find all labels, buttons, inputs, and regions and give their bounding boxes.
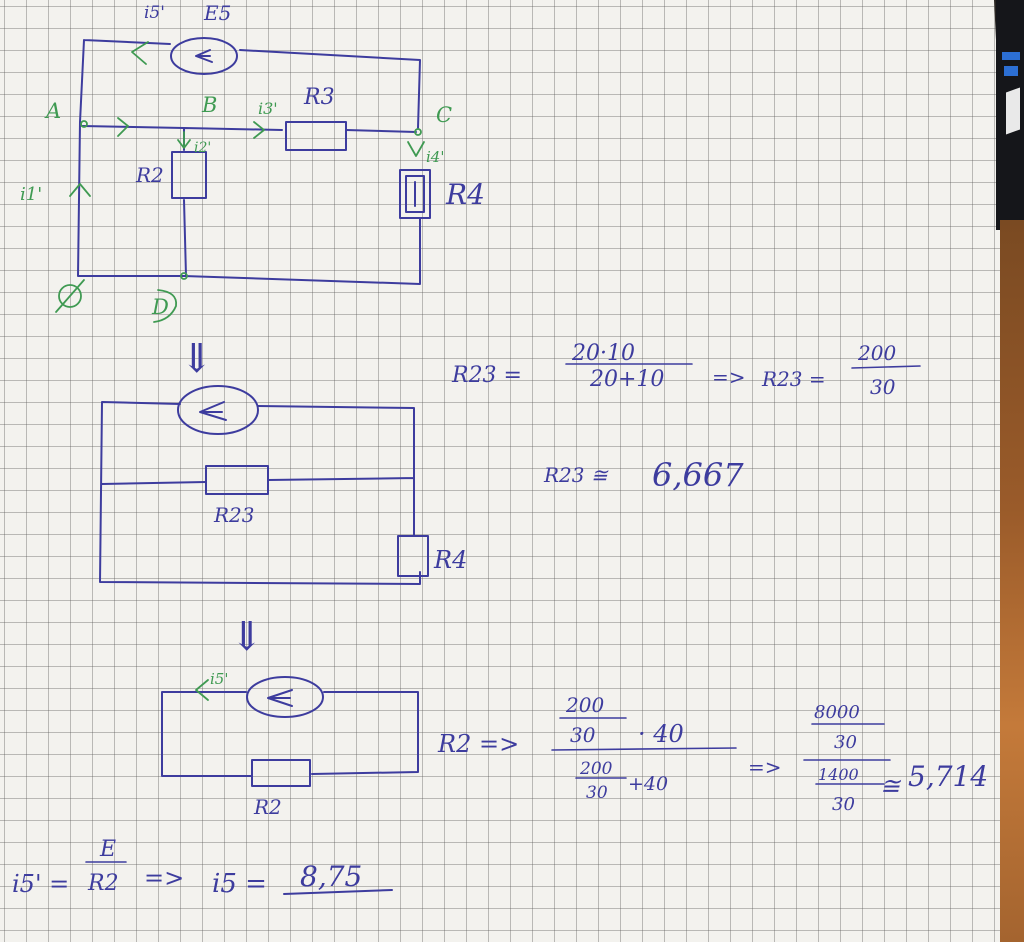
circuit1-wire [77, 39, 421, 285]
circuit-3: i5' R2 [161, 670, 419, 819]
resistor-r2 [171, 151, 207, 199]
resistor-r2-equiv [251, 759, 311, 787]
arrow-i1 [69, 183, 91, 197]
i5-implies: => [144, 864, 184, 892]
r23-lhs: R23 = [451, 363, 522, 388]
i5-denominator: R2 [87, 871, 119, 896]
r23-denominator2: 30 [870, 375, 896, 399]
source-e5-symbol [170, 37, 238, 75]
label-r2-equiv: R2 [253, 795, 282, 819]
arrow-i4 [407, 141, 425, 157]
r2-main-bar [551, 747, 737, 751]
resistor-r4-inner [405, 175, 425, 213]
r2-inner-denominator: 30 [570, 723, 596, 747]
r2-implies: => [748, 755, 782, 779]
i5-result-underline [283, 889, 393, 895]
source-e-symbol-3 [246, 676, 324, 718]
i5-lhs: i5' = [12, 870, 69, 898]
node-o-mark [58, 284, 82, 308]
resistor-r23 [205, 465, 269, 495]
calc-r23: R23 = 20·10 20+10 => R23 = 200 30 R23 ≅ … [451, 341, 921, 494]
r2-times: · 40 [638, 720, 684, 748]
r2-den-plus: +40 [628, 773, 668, 795]
background-object [1004, 66, 1018, 76]
r2-den2-denominator: 30 [832, 794, 855, 815]
label-i5-3: i5' [210, 670, 228, 688]
final-result: i5' = E R2 => i5 = 8,75 [12, 837, 393, 899]
equivalence-arrow-2: ⇓ [230, 614, 264, 660]
r2-den-frac-numerator: 200 [579, 759, 613, 779]
node-d-mark [153, 289, 178, 323]
label-i2: i2' [194, 140, 211, 156]
r23-approx-value: 6,667 [652, 456, 744, 494]
r23-denominator: 20+10 [589, 367, 664, 392]
source-e-symbol-2 [177, 385, 259, 435]
label-i3: i3' [258, 99, 278, 118]
label-r4: R4 [445, 178, 485, 211]
r23-fraction-bar2 [851, 365, 921, 369]
node-a-dot [80, 120, 88, 128]
label-r4-2: R4 [433, 546, 467, 574]
resistor-r4 [399, 169, 431, 219]
r2-approx: ≅ [880, 772, 902, 800]
node-c-label: C [436, 103, 452, 127]
r23-numerator2: 200 [857, 341, 896, 365]
arrow-ab [117, 117, 129, 137]
node-a-label: A [44, 99, 61, 123]
node-o-slash [55, 279, 85, 313]
r2-den-frac-denominator: 30 [586, 783, 608, 803]
node-b-label: B [201, 93, 217, 117]
circuit-2: R23 R4 ⇓ [99, 385, 467, 660]
equivalence-arrow-1: ⇓ [180, 336, 214, 382]
source-e-glyph-2 [199, 401, 227, 421]
i5-numerator: E [99, 837, 116, 862]
r2-inner-numerator: 200 [565, 693, 604, 717]
circuit3-wire [161, 691, 419, 777]
label-i5: i5' [144, 3, 165, 23]
r23-implies: => [712, 365, 746, 389]
r2-lhs: R2 => [437, 730, 519, 758]
r23-approx-lhs: R23 ≅ [543, 463, 609, 487]
node-d-dot [180, 272, 188, 280]
arrow-i3 [253, 121, 265, 139]
label-r23: R23 [213, 503, 255, 527]
source-e-glyph-3 [267, 689, 293, 707]
source-e-glyph [195, 49, 213, 63]
arrow-i2 [177, 131, 191, 149]
r2-num2-denominator: 30 [834, 732, 857, 753]
r23-numerator: 20·10 [571, 341, 635, 366]
label-e5: E5 [203, 1, 231, 25]
node-c-dot [414, 128, 422, 136]
r2-num2: 8000 [814, 702, 860, 723]
i5-lhs2: i5 = [212, 869, 267, 899]
arrow-i5-3 [195, 679, 209, 701]
node-d-label: D [151, 295, 169, 319]
arrow-i5 [131, 41, 149, 65]
calc-r2: R2 => 200 30 · 40 200 30 +40 => 8000 30 … [437, 693, 988, 815]
label-r3: R3 [303, 85, 335, 110]
i5-result: 8,75 [300, 860, 362, 893]
r2-result: 5,714 [908, 760, 988, 793]
r2-den2: 1400 [818, 765, 859, 784]
resistor-r3 [285, 121, 347, 151]
resistor-r4-2 [397, 535, 429, 577]
circuit-1: i5' E5 A B C D i1' i2' i3' i4' R3 R2 R4 … [20, 1, 485, 382]
label-i4: i4' [426, 148, 444, 166]
wooden-table [1000, 220, 1024, 942]
label-i1: i1' [20, 184, 42, 205]
circuit1-wire [81, 125, 417, 277]
r23-lhs2: R23 = [761, 367, 826, 391]
background-object [1002, 52, 1020, 60]
label-r2: R2 [135, 163, 164, 187]
circuit2-wire [99, 401, 421, 585]
